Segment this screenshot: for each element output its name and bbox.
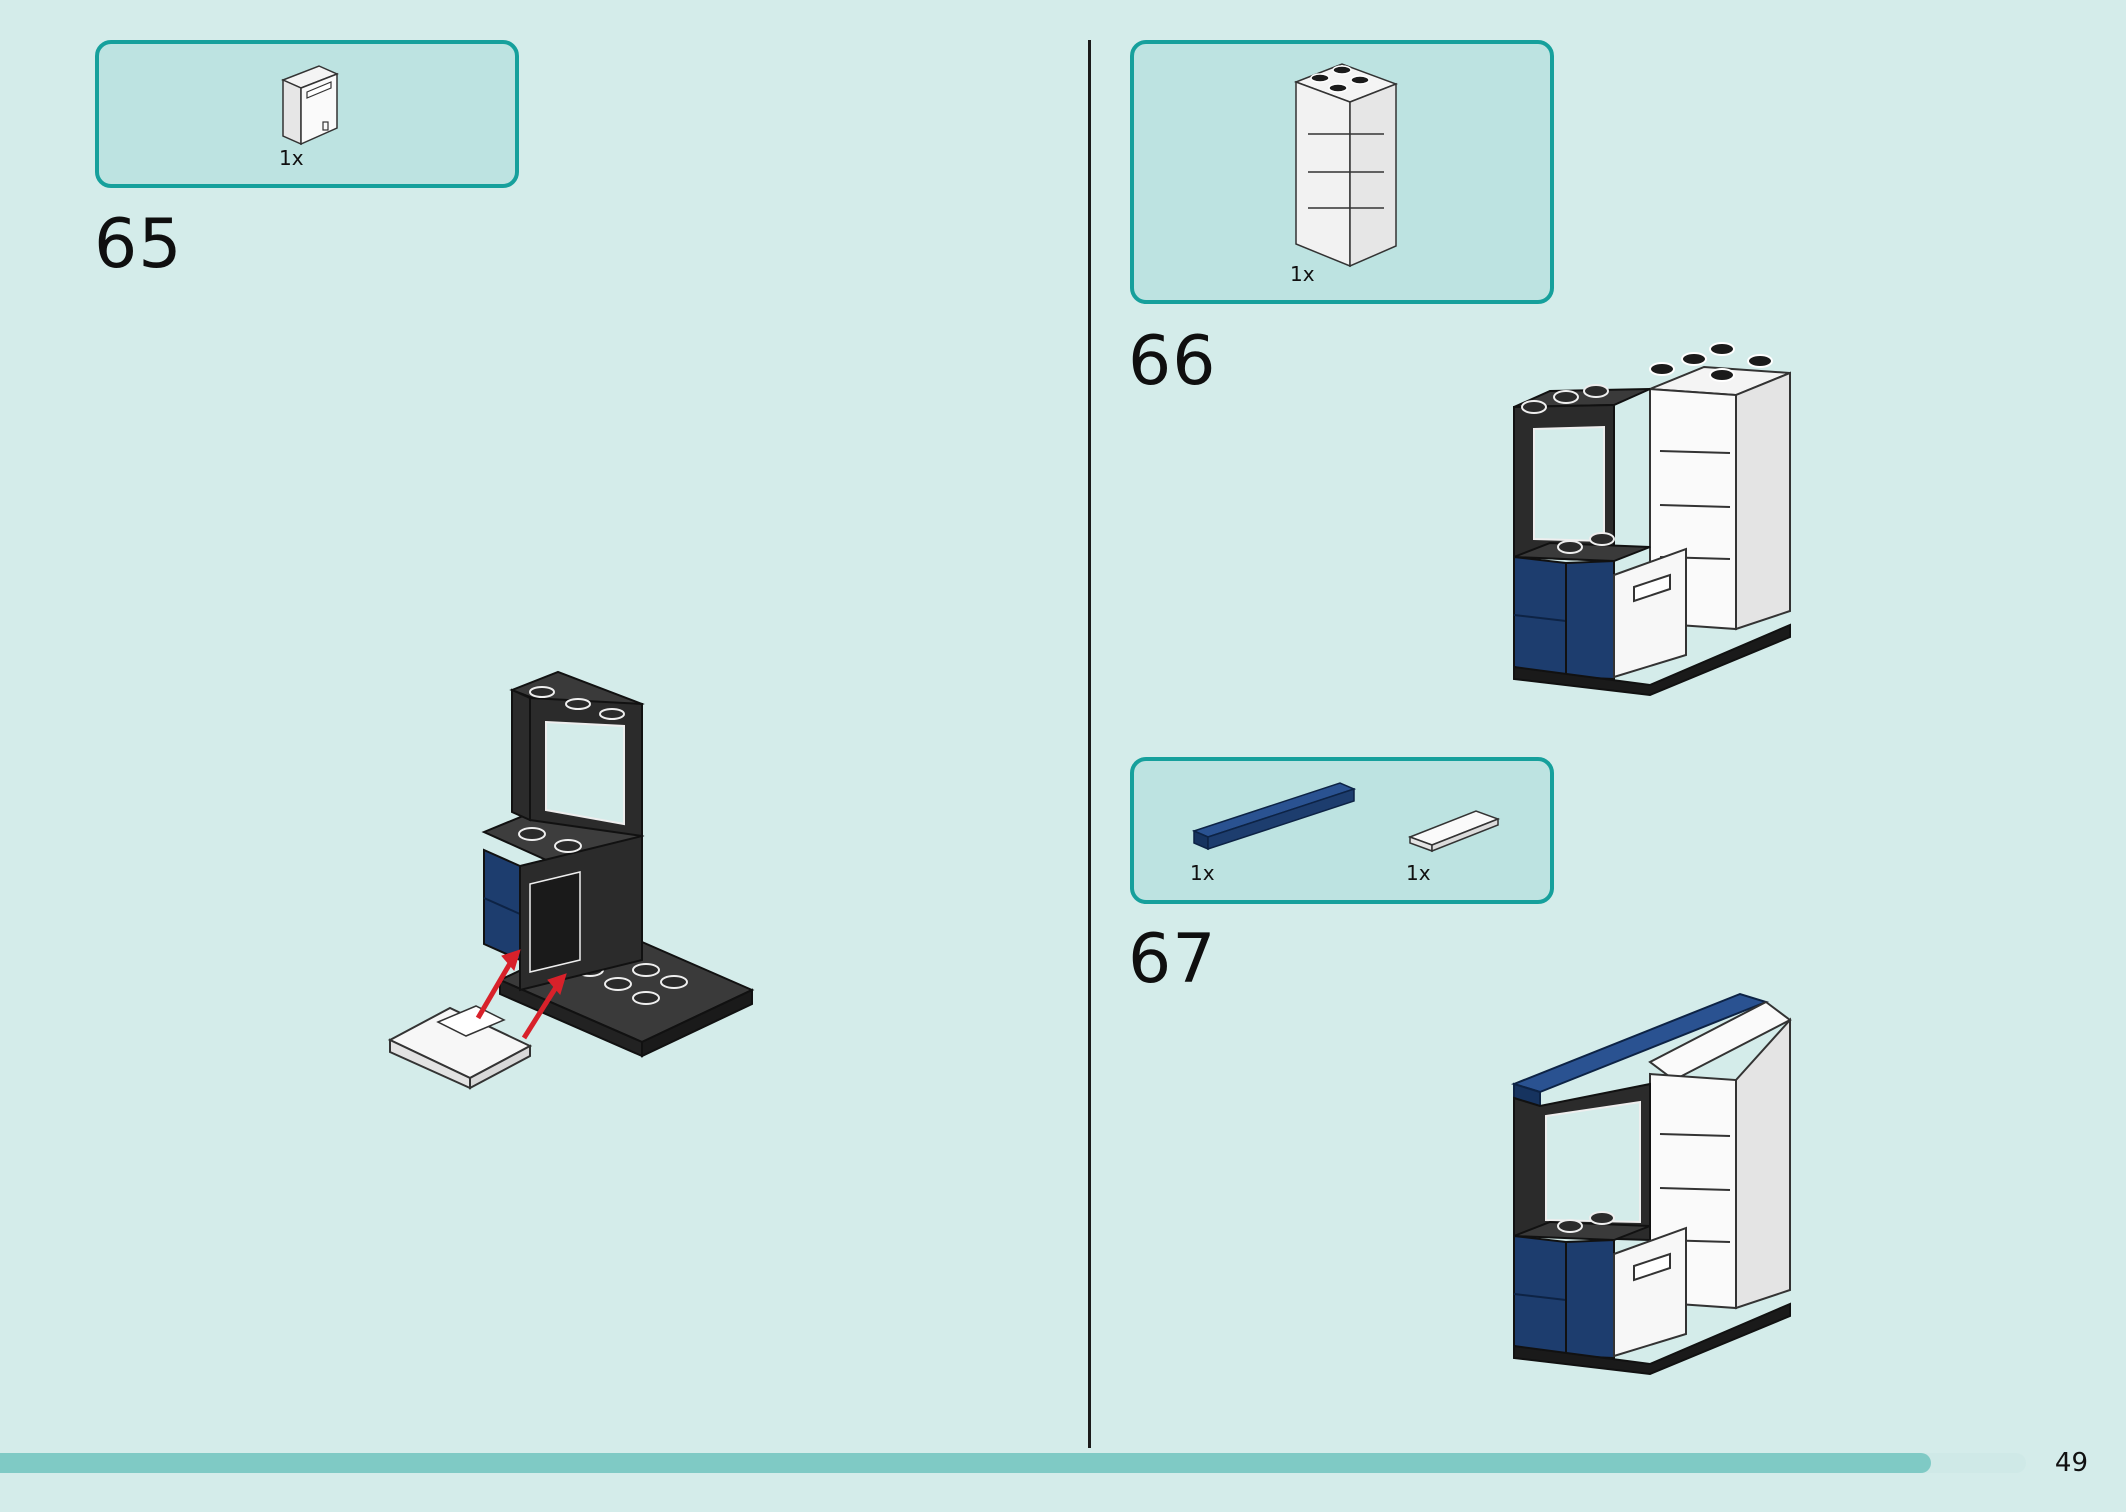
step-65-number: 65 [94,205,183,284]
part-quantity: 1x [1406,861,1431,885]
page-number: 49 [2054,1448,2088,1478]
step-66-assembly-illustration [1513,342,1791,697]
step-67-parts-box: 1x 1x [1130,757,1554,904]
part-quantity: 1x [279,146,304,170]
progress-bar-fill [0,1453,1931,1473]
part-quantity: 1x [1190,861,1215,885]
step-65-assembly-illustration [387,670,755,1090]
navy-long-tile-piece-icon [1191,782,1357,851]
step-66-parts-box: 1x [1130,40,1554,304]
page-divider [1088,40,1091,1448]
step-65-parts-box: 1x [95,40,519,188]
white-door-frame-piece-icon [281,65,339,146]
instruction-progress-bar [0,1453,2026,1473]
step-67-number: 67 [1128,920,1217,999]
part-quantity: 1x [1290,262,1315,286]
white-shelf-cabinet-piece-icon [1293,63,1399,268]
step-66-number: 66 [1128,322,1217,401]
step-67-assembly-illustration [1510,992,1792,1376]
white-short-tile-piece-icon [1407,810,1501,853]
